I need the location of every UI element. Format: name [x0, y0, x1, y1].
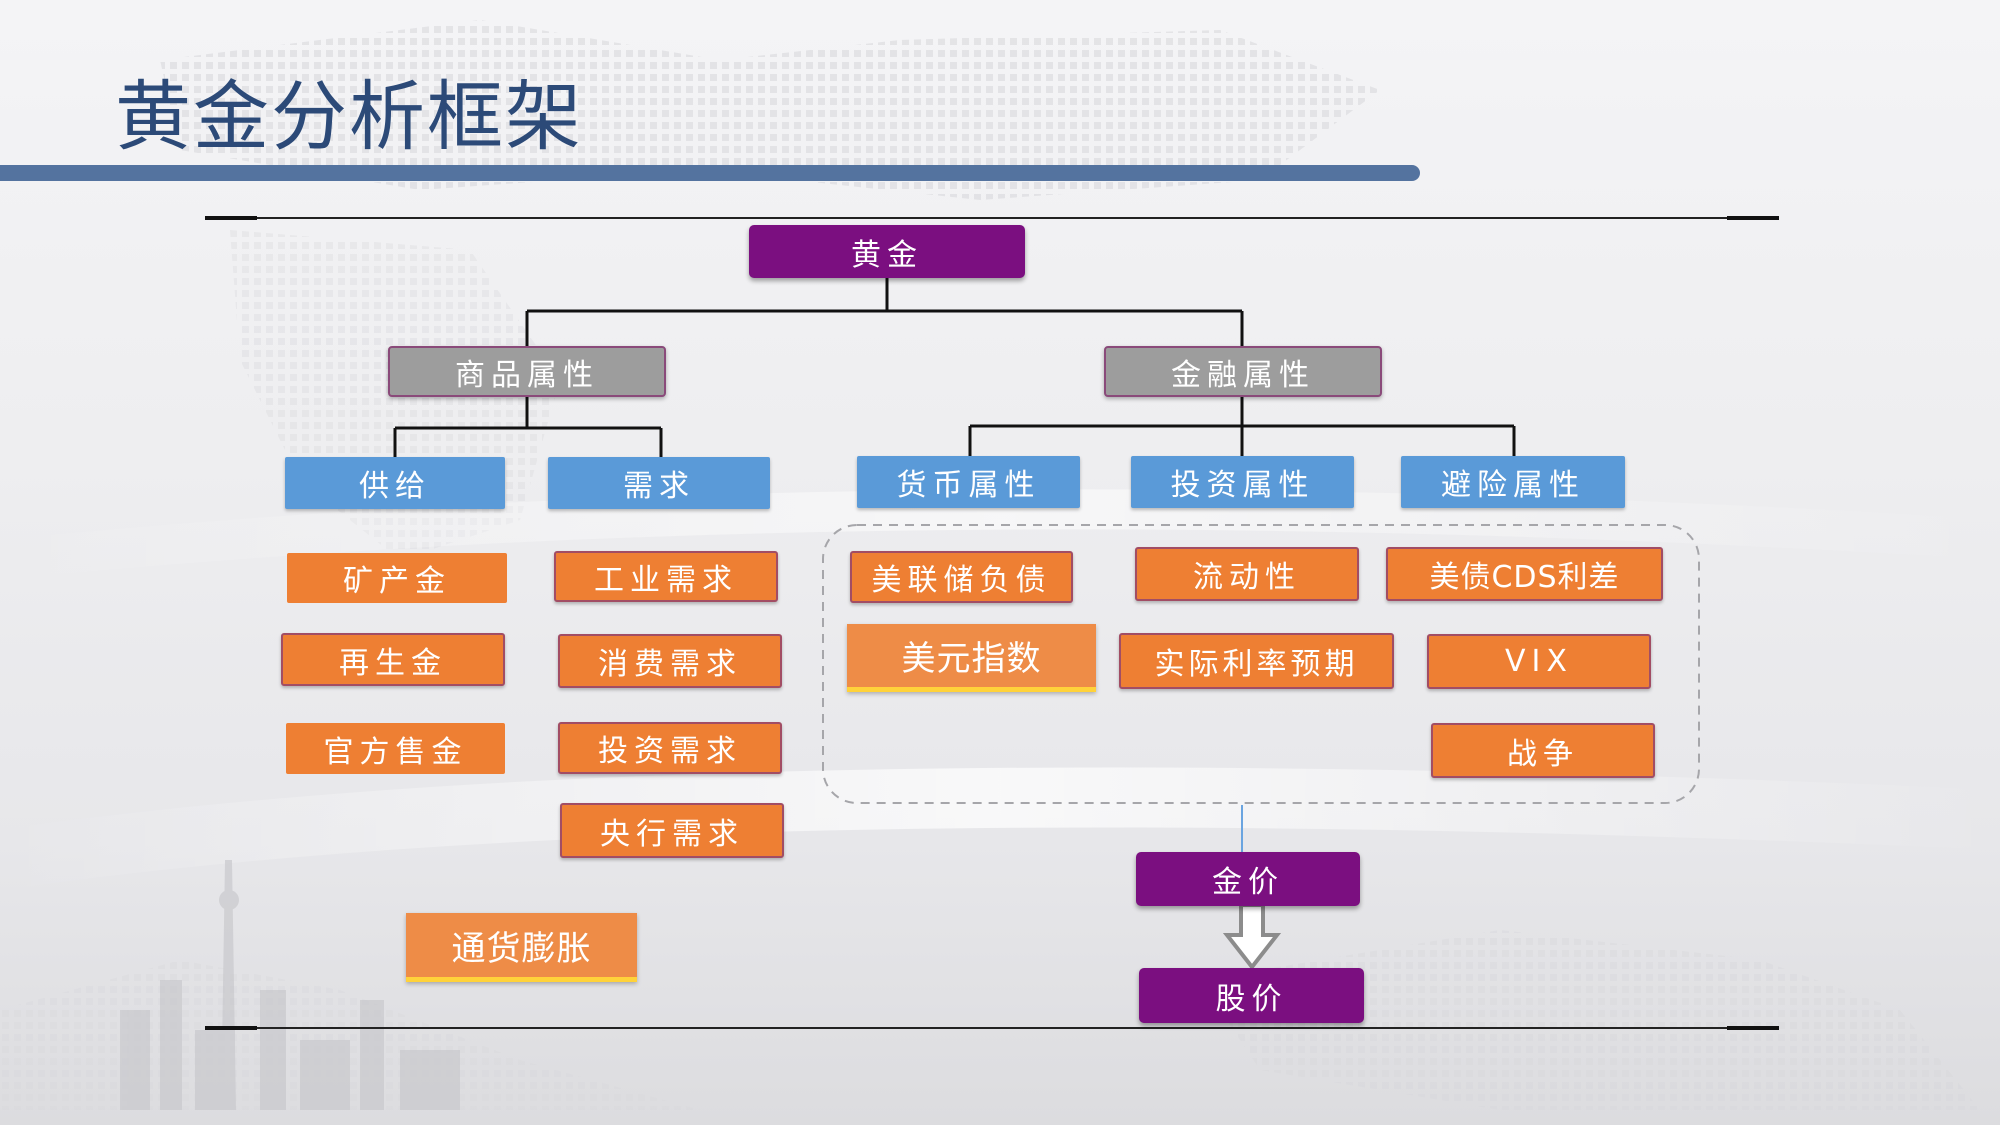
node-gold-price: 金价 — [1136, 852, 1360, 906]
down-arrow-icon — [1222, 903, 1282, 971]
node-gold: 黄金 — [749, 225, 1025, 278]
divider-cap — [205, 216, 257, 220]
divider-cap — [1727, 216, 1779, 220]
factor-dollar-index: 美元指数 — [847, 624, 1096, 692]
divider-cap — [1727, 1026, 1779, 1030]
page-title: 黄金分析框架 — [115, 72, 583, 161]
factor-fed-liabilities: 美联储负债 — [850, 551, 1073, 603]
factor-real-rate-expectation: 实际利率预期 — [1119, 633, 1394, 689]
title-underline-bar — [0, 165, 1420, 181]
factor-war: 战争 — [1431, 723, 1655, 778]
factor-industrial-demand: 工业需求 — [554, 551, 778, 602]
node-demand: 需求 — [548, 457, 770, 509]
factor-inflation: 通货膨胀 — [406, 913, 637, 982]
divider-cap — [205, 1026, 257, 1030]
factor-consumer-demand: 消费需求 — [558, 634, 782, 688]
factor-vix: VIX — [1427, 634, 1651, 689]
factor-mine-gold: 矿产金 — [287, 553, 507, 603]
node-commodity-attribute: 商品属性 — [388, 346, 666, 397]
factor-recycled-gold: 再生金 — [281, 633, 505, 686]
factor-official-gold-sales: 官方售金 — [286, 723, 505, 774]
factor-ust-cds-spread: 美债CDS利差 — [1386, 547, 1663, 601]
node-investment-attribute: 投资属性 — [1131, 456, 1354, 508]
node-safe-haven-attribute: 避险属性 — [1401, 456, 1625, 508]
node-supply: 供给 — [285, 457, 505, 509]
financial-factors-group-outline — [822, 524, 1700, 804]
factor-central-bank-demand: 央行需求 — [560, 803, 784, 858]
bottom-divider — [205, 1026, 1779, 1030]
node-stock-price: 股价 — [1139, 968, 1364, 1023]
top-divider — [205, 216, 1779, 220]
factor-investment-demand: 投资需求 — [558, 722, 782, 774]
node-currency-attribute: 货币属性 — [857, 456, 1080, 508]
factor-liquidity: 流动性 — [1135, 547, 1359, 601]
node-financial-attribute: 金融属性 — [1104, 346, 1382, 397]
